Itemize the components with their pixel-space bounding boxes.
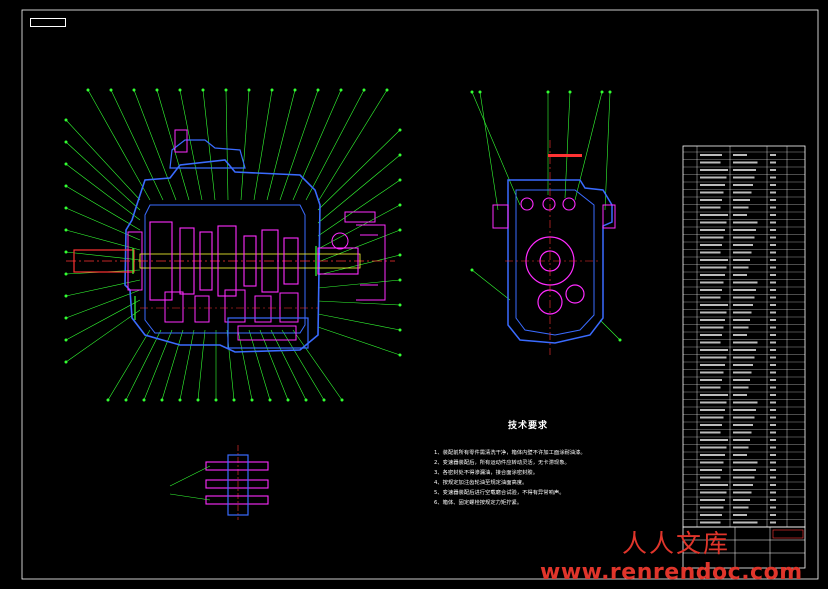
tech-req-title: 技术要求	[508, 421, 549, 431]
end-left-lug	[492, 204, 509, 229]
bearing-marks	[132, 246, 317, 320]
shift-tower	[174, 129, 188, 153]
speedometer-drive	[344, 211, 376, 223]
detail-leaders	[169, 465, 211, 501]
main-shaft	[139, 253, 361, 269]
top-left-label	[30, 18, 66, 27]
reverse-idler	[237, 325, 297, 341]
output-flange-circle	[331, 232, 349, 250]
main-assembly-view	[64, 88, 402, 402]
detail-view	[169, 445, 269, 520]
countershaft-gears	[164, 289, 299, 323]
title-block	[682, 526, 806, 569]
reverse-idler-housing	[227, 317, 309, 349]
tech-req-item: 3、各密封处不得渗漏油，接合面涂密封胶。	[434, 470, 539, 476]
housing-outline	[124, 159, 321, 353]
section-marker	[548, 154, 582, 157]
detail-fork	[227, 454, 249, 516]
end-view-gears	[525, 236, 585, 315]
top-cover	[169, 139, 246, 169]
tech-req-item: 5、变速器装配后进行空载磨合试验，不得有异常响声。	[434, 490, 565, 496]
part-leader-lines	[64, 88, 402, 402]
tech-req-item: 6、箱体、固定螺栓按规定力矩拧紧。	[434, 500, 523, 506]
tech-req-item: 1、装配前所有零件需清洗干净，箱体内壁不许加工面涂耐油漆。	[434, 450, 586, 456]
tech-req-item: 2、变速器装配后，所有运动件应转动灵活，无卡滞现象。	[434, 460, 570, 466]
output-flange	[356, 224, 386, 301]
main-shaft-gears	[149, 221, 299, 301]
housing-inner	[144, 204, 306, 334]
output-shaft	[317, 247, 359, 275]
tech-req-item: 4、按规定加注齿轮油至规定油面高度。	[434, 480, 528, 486]
end-view-leaders	[470, 90, 622, 342]
end-right-lug	[602, 204, 616, 229]
watermark-chinese: 人人文库	[622, 529, 731, 558]
parts-list	[682, 145, 806, 528]
school-cell	[772, 529, 804, 539]
drawing-frame	[21, 9, 819, 580]
parts-list-rows	[683, 151, 805, 524]
detail-shafts	[205, 461, 269, 505]
shift-rail-circles	[520, 197, 576, 211]
end-housing-inner	[515, 189, 595, 336]
end-view	[470, 90, 622, 355]
watermark-url: www.renrendoc.com	[540, 560, 803, 585]
